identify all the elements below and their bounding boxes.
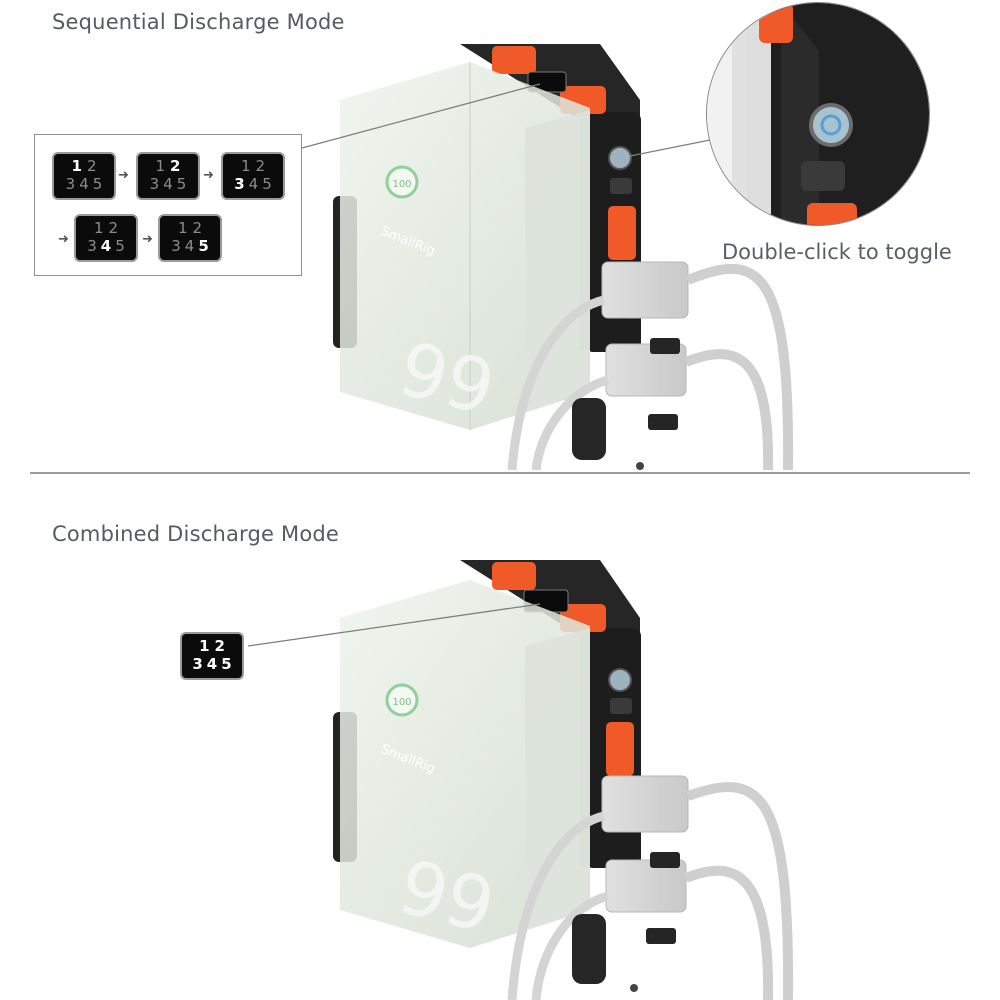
arrow-right-icon: ➜ <box>58 232 69 247</box>
callout-line-indicator <box>301 83 541 149</box>
magnifier-callout <box>706 2 930 226</box>
rod-clamp-2 <box>572 914 606 984</box>
indicator-number: 3 <box>192 655 207 673</box>
indicator-step-5: 12 345 <box>158 214 222 262</box>
callout-line-combined <box>247 603 541 647</box>
usb-port <box>610 178 632 194</box>
indicator-number: 4 <box>184 237 199 255</box>
indicator-number: 2 <box>255 157 271 175</box>
magnified-panel <box>707 3 929 225</box>
rod-clamp <box>572 398 606 460</box>
cable-1 <box>686 263 794 471</box>
power-button-icon <box>608 146 632 170</box>
indicator-number: 3 <box>65 175 80 193</box>
indicator-number: 1 <box>199 637 215 655</box>
indicator-number: 4 <box>206 655 222 673</box>
indicator-number: 1 <box>93 219 109 237</box>
battery-level-icon <box>385 165 419 199</box>
indicator-number: 3 <box>149 175 164 193</box>
indicator-number: 3 <box>234 175 249 193</box>
output3-button <box>608 206 636 260</box>
top-device: 100 SmallRig 99 <box>301 44 794 471</box>
indicator-step-4: 12 345 <box>74 214 138 262</box>
section-divider <box>30 472 970 474</box>
cable-2 <box>684 349 774 471</box>
arrow-right-icon: ➜ <box>142 232 153 247</box>
indicator-number: 4 <box>248 175 263 193</box>
indicator-number: 4 <box>163 175 177 193</box>
indicator-number: 5 <box>92 175 107 193</box>
power-button-icon-2 <box>608 668 632 692</box>
indicator-number: 5 <box>198 237 213 255</box>
indicator-step-3: 12 345 <box>221 152 285 200</box>
output1-button-2 <box>492 562 536 590</box>
magnified-usb-port <box>801 161 845 191</box>
battery-level-icon-2 <box>385 683 419 717</box>
bottom-device: 100 SmallRig 99 <box>247 560 794 1000</box>
indicator-number: 5 <box>262 175 276 193</box>
indicator-step-1: 12 345 <box>52 152 116 200</box>
indicator-number: 3 <box>87 237 101 255</box>
indicator-number: 1 <box>71 157 87 175</box>
indicator-number: 2 <box>214 637 230 655</box>
arrow-right-icon: ➜ <box>203 168 214 183</box>
indicator-combined: 12 345 <box>180 632 244 680</box>
indicator-step-2: 12 345 <box>136 152 200 200</box>
indicator-number: 2 <box>192 219 208 237</box>
indicator-number: 4 <box>79 175 93 193</box>
arrow-right-icon: ➜ <box>118 168 129 183</box>
toggle-hint: Double-click to toggle <box>722 240 952 264</box>
d-tap-plug-3 <box>601 775 689 833</box>
indicator-number: 1 <box>177 219 193 237</box>
d-tap-plug-2 <box>605 343 687 397</box>
indicator-number: 3 <box>171 237 185 255</box>
indicator-number: 5 <box>221 655 236 673</box>
indicator-number: 2 <box>86 157 102 175</box>
section-title-combined: Combined Discharge Mode <box>52 522 340 546</box>
indicator-number: 2 <box>170 157 186 175</box>
output1-button <box>492 46 536 74</box>
callout-line-button <box>629 139 711 157</box>
battery-level-text-2: 100 <box>392 697 411 708</box>
indicator-number: 1 <box>155 157 171 175</box>
indicator-number: 2 <box>108 219 124 237</box>
output3-button-2 <box>606 722 634 776</box>
indicator-number: 5 <box>115 237 129 255</box>
d-tap-plug-4 <box>605 859 687 913</box>
indicator-number: 4 <box>100 237 116 255</box>
section-title-sequential: Sequential Discharge Mode <box>52 10 345 34</box>
d-tap-plug-1 <box>601 261 689 319</box>
indicator-number: 5 <box>176 175 191 193</box>
magnified-power-button-icon <box>809 103 853 147</box>
indicator-number: 1 <box>240 157 256 175</box>
battery-level-text: 100 <box>392 179 411 190</box>
